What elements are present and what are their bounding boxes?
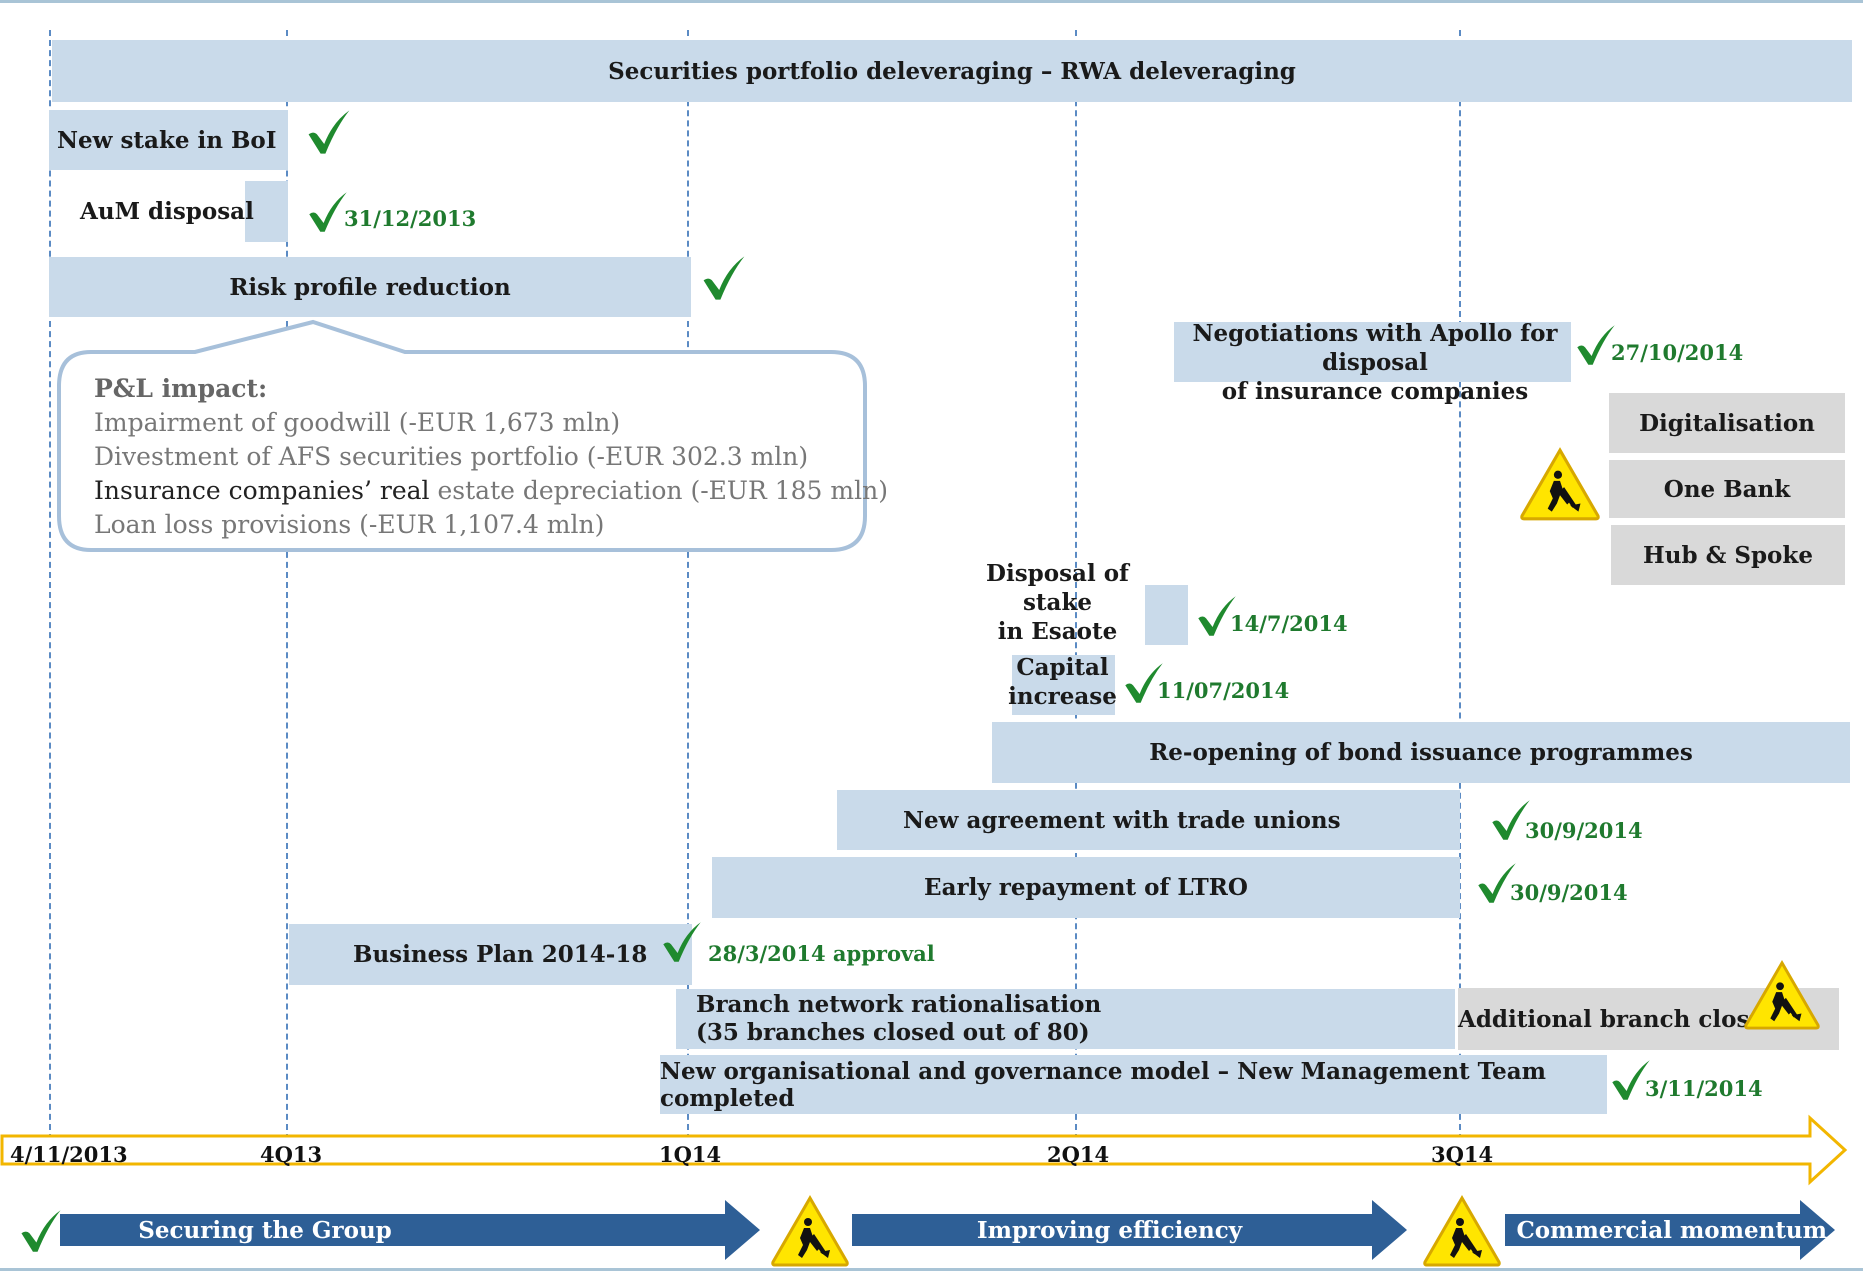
check-icon xyxy=(18,1208,64,1254)
top-rule xyxy=(0,0,1863,3)
esaote-label-line1: Disposal of stake xyxy=(986,560,1129,616)
esaote-date: 14/7/2014 xyxy=(1230,611,1348,636)
bar-bond-issuance: Re-opening of bond issuance programmes xyxy=(992,722,1850,783)
bar-one-bank: One Bank xyxy=(1609,460,1845,518)
gridline-3q14 xyxy=(1459,30,1461,1140)
aum-disposal-label: AuM disposal xyxy=(80,198,254,225)
capital-label-line1: Capital xyxy=(1016,654,1109,681)
bar-new-stake-boi: New stake in BoI xyxy=(49,110,288,170)
bar-label: Hub & Spoke xyxy=(1643,541,1813,569)
construction-warning-icon xyxy=(1519,446,1601,522)
check-icon xyxy=(1609,1058,1653,1102)
axis-label-2q14: 2Q14 xyxy=(1047,1142,1110,1167)
pnl-callout-box xyxy=(57,319,867,552)
bar-label: New stake in BoI xyxy=(57,126,277,154)
gridline-1q14 xyxy=(687,30,689,1140)
bar-label: Business Plan 2014-18 xyxy=(353,941,648,968)
bar-label: Re-opening of bond issuance programmes xyxy=(1149,739,1693,766)
phase-label: Improving efficiency xyxy=(976,1216,1243,1244)
timeline-arrow xyxy=(0,1114,1848,1186)
branch-label-line1: Branch network rationalisation xyxy=(696,991,1102,1018)
phase-label: Securing the Group xyxy=(138,1216,392,1244)
pnl-line-llp: Loan loss provisions (-EUR 1,107.4 mln) xyxy=(94,510,605,539)
pnl-line-insurance-dark: Insurance companies’ real xyxy=(94,476,430,505)
phase-arrow-securing: Securing the Group xyxy=(60,1200,760,1260)
capital-date: 11/07/2014 xyxy=(1157,678,1290,703)
pnl-line-afs: Divestment of AFS securities portfolio (… xyxy=(94,442,809,471)
pnl-line-insurance-light: estate depreciation (-EUR 185 mln) xyxy=(429,476,888,505)
bar-hub-spoke: Hub & Spoke xyxy=(1611,525,1845,585)
esaote-label: Disposal of stake in Esaote xyxy=(955,559,1160,646)
pnl-title: P&L impact: xyxy=(94,374,268,403)
axis-label-start: 4/11/2013 xyxy=(10,1142,128,1167)
apollo-label-line1: Negotiations with Apollo for disposal xyxy=(1192,320,1558,376)
check-icon xyxy=(1195,594,1239,638)
bar-securities-deleveraging: Securities portfolio deleveraging – RWA … xyxy=(52,40,1852,102)
check-icon xyxy=(700,254,748,302)
check-icon xyxy=(1489,798,1533,842)
pnl-callout-text: P&L impact: Impairment of goodwill (-EUR… xyxy=(94,372,888,542)
apollo-label: Negotiations with Apollo for disposal of… xyxy=(1165,319,1585,406)
axis-label-4q13: 4Q13 xyxy=(260,1142,323,1167)
apollo-label-line2: of insurance companies xyxy=(1221,378,1529,405)
axis-label-1q14: 1Q14 xyxy=(659,1142,722,1167)
bar-esaote-disposal xyxy=(1145,585,1188,645)
capital-label: Capital increase xyxy=(1005,653,1120,711)
construction-warning-icon xyxy=(1742,959,1822,1031)
capital-label-line2: increase xyxy=(1008,683,1117,710)
gridline-4q13 xyxy=(286,30,288,1140)
bar-label: Digitalisation xyxy=(1639,409,1815,437)
check-icon xyxy=(660,920,704,964)
unions-date: 30/9/2014 xyxy=(1525,818,1643,843)
bar-label: Early repayment of LTRO xyxy=(924,874,1248,901)
construction-warning-icon xyxy=(1422,1194,1502,1268)
check-icon xyxy=(1122,661,1166,705)
aum-date: 31/12/2013 xyxy=(344,206,477,231)
esaote-label-line2: in Esaote xyxy=(997,618,1118,645)
gridline-2q14 xyxy=(1075,30,1077,1140)
bar-digitalisation: Digitalisation xyxy=(1609,393,1845,453)
check-icon xyxy=(305,108,353,156)
phase-label: Commercial momentum xyxy=(1516,1216,1827,1244)
gridline-start xyxy=(49,30,51,1140)
bar-label: One Bank xyxy=(1663,475,1791,503)
bar-risk-profile-reduction: Risk profile reduction xyxy=(49,257,691,317)
check-icon xyxy=(1574,323,1618,367)
bar-trade-unions: New agreement with trade unions xyxy=(837,790,1460,850)
pnl-line-insurance: Insurance companies’ real estate depreci… xyxy=(94,474,888,508)
apollo-date: 27/10/2014 xyxy=(1611,340,1744,365)
bar-branch-rationalisation: Branch network rationalisation (35 branc… xyxy=(676,989,1455,1049)
bar-aum-disposal xyxy=(245,181,288,242)
bottom-rule xyxy=(0,1268,1863,1271)
phase-arrow-commercial: Commercial momentum xyxy=(1505,1200,1835,1260)
bar-business-plan: Business Plan 2014-18 xyxy=(289,924,692,985)
bar-capital-increase xyxy=(1012,655,1115,715)
ltro-date: 30/9/2014 xyxy=(1510,880,1628,905)
axis-label-3q14: 3Q14 xyxy=(1431,1142,1494,1167)
bar-label: Risk profile reduction xyxy=(229,273,511,301)
bp-date: 28/3/2014 approval xyxy=(708,941,935,966)
branch-label-line2: (35 branches closed out of 80) xyxy=(696,1019,1090,1046)
phase-arrow-efficiency: Improving efficiency xyxy=(852,1200,1407,1260)
bar-governance-model: New organisational and governance model … xyxy=(660,1055,1607,1114)
bar-label: New agreement with trade unions xyxy=(903,806,1341,834)
bar-label: Securities portfolio deleveraging – RWA … xyxy=(608,57,1296,85)
check-icon xyxy=(306,190,350,234)
bar-apollo-negotiations xyxy=(1174,322,1571,382)
construction-warning-icon xyxy=(770,1194,850,1268)
bar-ltro-repayment: Early repayment of LTRO xyxy=(712,857,1460,918)
governance-date: 3/11/2014 xyxy=(1645,1076,1763,1101)
pnl-line-goodwill: Impairment of goodwill (-EUR 1,673 mln) xyxy=(94,408,621,437)
bar-label: New organisational and governance model … xyxy=(660,1057,1547,1112)
check-icon xyxy=(1475,861,1519,905)
